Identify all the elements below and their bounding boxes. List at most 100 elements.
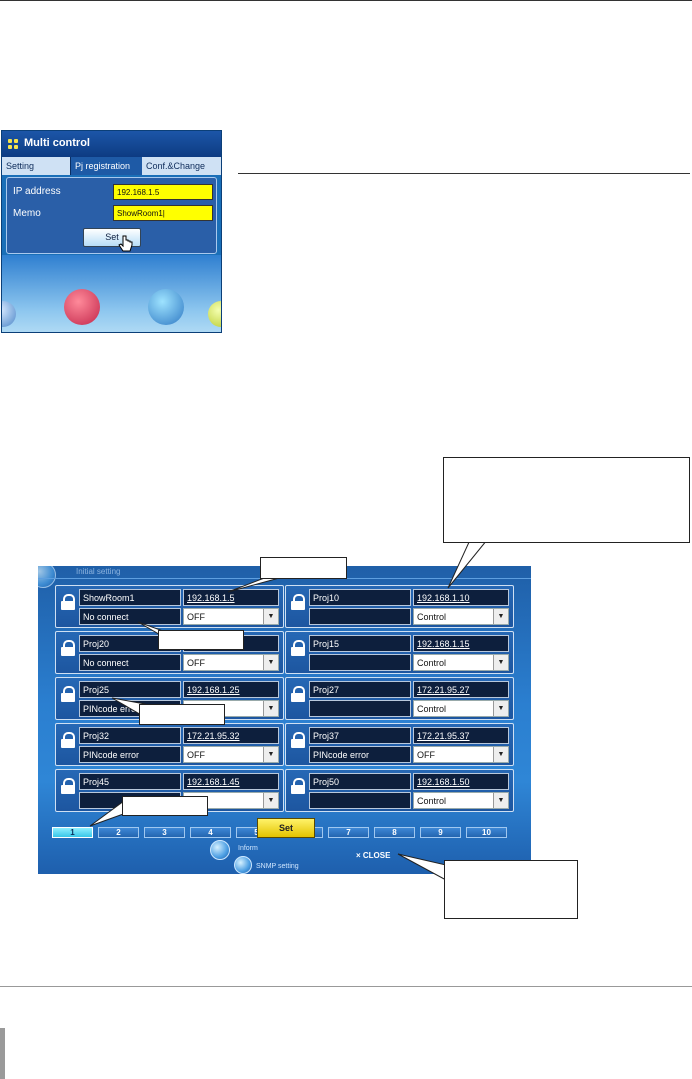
lock-icon[interactable] xyxy=(61,686,75,702)
panel-background xyxy=(2,255,221,332)
chevron-down-icon[interactable]: ▼ xyxy=(493,701,508,716)
lock-icon[interactable] xyxy=(61,778,75,794)
multi-control-panel: Multi control Setting Pj registration Co… xyxy=(1,130,222,333)
callout-close xyxy=(444,860,578,919)
projector-name[interactable]: Proj25 xyxy=(79,681,181,698)
projector-mode-value: OFF xyxy=(187,612,205,622)
lock-icon[interactable] xyxy=(61,640,75,656)
projector-mode-select[interactable]: Control ▼ xyxy=(413,700,509,717)
lock-icon[interactable] xyxy=(291,732,305,748)
projector-name[interactable]: Proj27 xyxy=(309,681,411,698)
projector-mode-value: OFF xyxy=(187,750,205,760)
snmp-setting-icon[interactable] xyxy=(234,856,252,874)
callout-no-connect xyxy=(158,630,244,650)
grid-icon xyxy=(8,139,18,149)
projector-status xyxy=(309,792,411,809)
projector-name[interactable]: Proj45 xyxy=(79,773,181,790)
projector-mode-select[interactable]: Control▼ xyxy=(413,792,509,809)
initial-setting-window: Initial setting 12345678910 Inform Set S… xyxy=(38,566,531,874)
memo-field[interactable]: ShowRoom1| xyxy=(113,205,213,221)
projector-name[interactable]: Proj32 xyxy=(79,727,181,744)
projector-status: No connect xyxy=(79,608,181,625)
chevron-down-icon[interactable]: ▼ xyxy=(263,609,278,624)
page-button-7[interactable]: 7 xyxy=(328,827,369,838)
lock-icon[interactable] xyxy=(291,778,305,794)
memo-label: Memo xyxy=(13,208,41,219)
projector-name[interactable]: Proj20 xyxy=(79,635,181,652)
information-label: Inform xyxy=(238,845,258,852)
projector-name[interactable]: Proj10 xyxy=(309,589,411,606)
projector-ip-address[interactable]: 192.168.1.15 xyxy=(413,635,509,652)
tools-icon xyxy=(148,289,184,325)
callout-page-number xyxy=(122,796,208,816)
projector-mode-select[interactable]: Control ▼ xyxy=(413,654,509,671)
tab-conf-change[interactable]: Conf.&Change xyxy=(146,161,206,171)
projector-name[interactable]: Proj15 xyxy=(309,635,411,652)
page-button-8[interactable]: 8 xyxy=(374,827,415,838)
lock-icon[interactable] xyxy=(291,594,305,610)
projector-mode-select[interactable]: OFF ▼ xyxy=(183,654,279,671)
top-rule xyxy=(0,0,692,1)
tab-pj-registration[interactable]: Pj registration xyxy=(70,157,142,175)
lock-icon[interactable] xyxy=(61,594,75,610)
close-button[interactable]: × CLOSE xyxy=(356,851,391,860)
lock-icon[interactable] xyxy=(291,686,305,702)
lock-icon[interactable] xyxy=(291,640,305,656)
chevron-down-icon[interactable]: ▼ xyxy=(493,747,508,762)
set-button-main[interactable]: Set xyxy=(257,818,315,838)
projector-status xyxy=(309,608,411,625)
panel-title: Multi control xyxy=(24,137,90,149)
mail-icon xyxy=(64,289,100,325)
projector-status: PINcode error xyxy=(309,746,411,763)
ip-address-label: IP address xyxy=(13,186,61,197)
snmp-setting-label[interactable]: SNMP setting xyxy=(256,863,299,870)
page-button-9[interactable]: 9 xyxy=(420,827,461,838)
projector-mode-value: OFF xyxy=(187,658,205,668)
projector-ip-address[interactable]: 192.168.1.45 xyxy=(183,773,279,790)
lock-icon[interactable] xyxy=(61,732,75,748)
chevron-down-icon[interactable]: ▼ xyxy=(263,655,278,670)
panel-tabs: Setting Pj registration Conf.&Change xyxy=(2,157,221,175)
projector-ip-address[interactable]: 192.168.1.50 xyxy=(413,773,509,790)
projector-ip-address[interactable]: 192.168.1.25 xyxy=(183,681,279,698)
projector-mode-select[interactable]: OFF▼ xyxy=(413,746,509,763)
page-button-1[interactable]: 1 xyxy=(52,827,93,838)
chevron-down-icon[interactable]: ▼ xyxy=(263,793,278,808)
ip-address-field[interactable]: 192.168.1.5 xyxy=(113,184,213,200)
chevron-down-icon[interactable]: ▼ xyxy=(263,747,278,762)
projector-mode-select[interactable]: OFF ▼ xyxy=(183,608,279,625)
projector-status xyxy=(309,700,411,717)
projector-ip-address[interactable]: 172.21.95.37 xyxy=(413,727,509,744)
projector-name[interactable]: Proj50 xyxy=(309,773,411,790)
projector-ip-address[interactable]: 192.168.1.10 xyxy=(413,589,509,606)
projector-mode-value: Control xyxy=(417,658,447,668)
projector-mode-value: Control xyxy=(417,704,447,714)
chevron-down-icon[interactable]: ▼ xyxy=(493,609,508,624)
tab-setting[interactable]: Setting xyxy=(6,161,35,171)
projector-mode-select[interactable]: OFF ▼ xyxy=(183,746,279,763)
chevron-down-icon[interactable]: ▼ xyxy=(493,793,508,808)
information-icon[interactable] xyxy=(210,840,230,860)
projector-ip-address[interactable]: 192.168.1.5 xyxy=(183,589,279,606)
projector-ip-address[interactable]: 172.21.95.32 xyxy=(183,727,279,744)
chevron-down-icon[interactable]: ▼ xyxy=(493,655,508,670)
lock-bubble-icon xyxy=(2,301,16,327)
projector-name[interactable]: ShowRoom1 xyxy=(79,589,181,606)
projector-status: No connect xyxy=(79,654,181,671)
page-button-3[interactable]: 3 xyxy=(144,827,185,838)
chevron-down-icon[interactable]: ▼ xyxy=(263,701,278,716)
page-button-2[interactable]: 2 xyxy=(98,827,139,838)
callout-pincode-error xyxy=(139,704,225,725)
projector-mode-select[interactable]: Control▼ xyxy=(413,608,509,625)
page-button-4[interactable]: 4 xyxy=(190,827,231,838)
footer-rule xyxy=(0,986,692,987)
projector-ip-address[interactable]: 172.21.95.27 xyxy=(413,681,509,698)
projector-name[interactable]: Proj37 xyxy=(309,727,411,744)
page-button-10[interactable]: 10 xyxy=(466,827,507,838)
